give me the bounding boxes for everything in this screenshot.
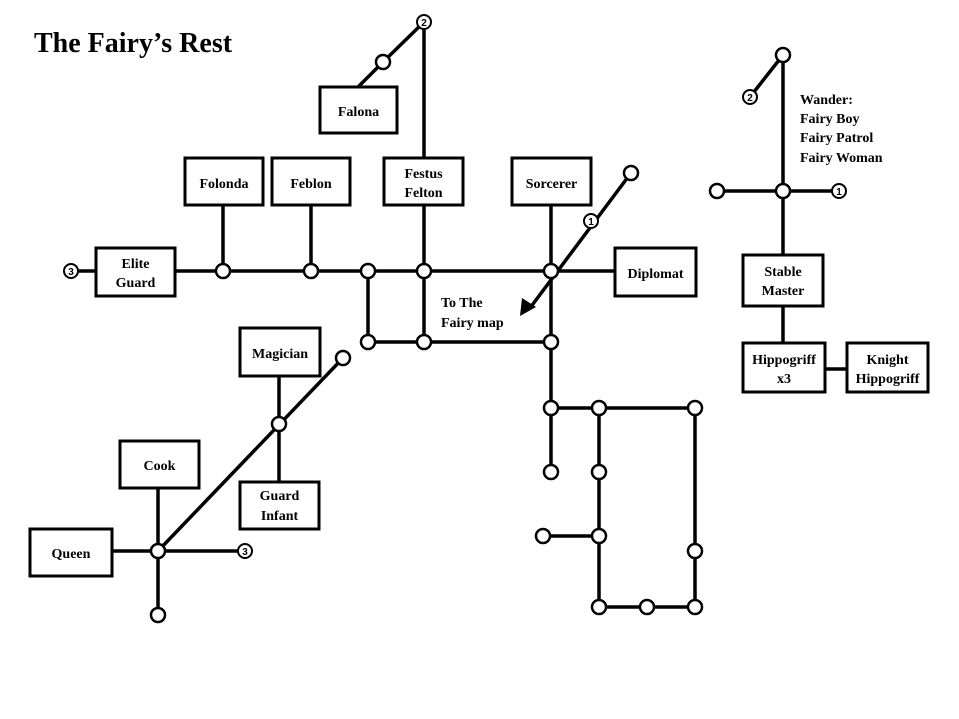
junction-node xyxy=(638,598,656,616)
exit-note-line: Fairy map xyxy=(441,316,504,331)
room-label: Elite xyxy=(122,257,150,272)
warp-number: 2 xyxy=(747,93,753,104)
junction-node xyxy=(415,262,433,280)
exit-arrow-icon xyxy=(520,298,536,316)
junction-node xyxy=(415,333,433,351)
exit-note-line: To The xyxy=(441,296,483,311)
junction-node xyxy=(149,542,167,560)
room-label: Knight xyxy=(866,353,908,368)
room-label: Guard xyxy=(260,489,300,504)
junction-node xyxy=(374,53,392,71)
wander-heading: Wander: xyxy=(800,93,853,108)
room-cook[interactable]: Cook xyxy=(118,439,201,490)
junction-nodes xyxy=(149,46,792,624)
junction-node xyxy=(534,527,552,545)
room-diplomat[interactable]: Diplomat xyxy=(613,246,698,298)
exit-note: To The Fairy map xyxy=(441,296,504,331)
room-label: Cook xyxy=(144,459,176,474)
room-label: Falona xyxy=(338,105,379,120)
wander-item: Fairy Boy xyxy=(800,112,860,127)
room-festus-felton[interactable]: Festus Felton xyxy=(382,156,465,207)
warp-marker-elite-left[interactable]: 3 xyxy=(63,263,96,279)
warp-number: 2 xyxy=(421,18,427,29)
junction-node xyxy=(622,164,640,182)
room-label: Festus xyxy=(404,167,443,182)
wander-item: Fairy Woman xyxy=(800,151,883,166)
room-label: Hippogriff xyxy=(752,353,816,368)
junction-node xyxy=(214,262,232,280)
room-elite-guard[interactable]: Elite Guard xyxy=(94,246,177,298)
warp-marker-queen-right[interactable]: 3 xyxy=(237,543,253,559)
wander-note: Wander: Fairy Boy Fairy Patrol Fairy Wom… xyxy=(800,93,883,166)
warp-marker-sorcerer-exit[interactable]: 1 xyxy=(583,213,599,229)
room-label: Stable xyxy=(764,265,801,280)
junction-node xyxy=(708,182,726,200)
room-hippogriff[interactable]: Hippogriff x3 xyxy=(741,341,827,394)
room-queen[interactable]: Queen xyxy=(28,527,114,578)
room-sorcerer[interactable]: Sorcerer xyxy=(510,156,593,207)
warp-number: 3 xyxy=(68,267,74,278)
junction-node xyxy=(686,542,704,560)
warp-number: 3 xyxy=(242,547,248,558)
junction-node xyxy=(359,262,377,280)
room-stable-master[interactable]: Stable Master xyxy=(741,253,825,308)
room-label: Folonda xyxy=(199,177,248,192)
warp-marker-stable-right[interactable]: 1 xyxy=(831,183,847,199)
room-label: x3 xyxy=(777,372,791,387)
junction-node xyxy=(149,606,167,624)
room-falona[interactable]: Falona xyxy=(318,85,399,135)
junction-node xyxy=(590,399,608,417)
warp-marker-right-top[interactable]: 2 xyxy=(742,89,758,105)
map-title: The Fairy’s Rest xyxy=(34,28,233,59)
room-label: Guard xyxy=(116,276,156,291)
junction-node xyxy=(686,598,704,616)
room-feblon[interactable]: Feblon xyxy=(270,156,352,207)
junction-node xyxy=(686,399,704,417)
room-label: Magician xyxy=(252,347,308,362)
room-label: Sorcerer xyxy=(526,177,578,192)
room-knight-hippogriff[interactable]: Knight Hippogriff xyxy=(845,341,930,394)
room-label: Feblon xyxy=(290,177,331,192)
warp-number: 1 xyxy=(836,187,842,198)
junction-node xyxy=(302,262,320,280)
room-label: Diplomat xyxy=(628,267,684,282)
junction-node xyxy=(590,463,608,481)
junction-node xyxy=(334,349,352,367)
junction-node xyxy=(542,463,560,481)
room-folonda[interactable]: Folonda xyxy=(183,156,265,207)
room-label: Hippogriff xyxy=(856,372,920,387)
junction-node xyxy=(542,333,560,351)
warp-marker-top[interactable]: 2 xyxy=(416,14,432,30)
room-magician[interactable]: Magician xyxy=(238,326,322,378)
room-label: Master xyxy=(762,284,805,299)
junction-node xyxy=(774,46,792,64)
room-label: Infant xyxy=(261,509,299,524)
junction-node xyxy=(542,399,560,417)
wander-item: Fairy Patrol xyxy=(800,131,873,146)
junction-node xyxy=(270,415,288,433)
room-label: Queen xyxy=(52,547,91,562)
junction-node xyxy=(590,598,608,616)
junction-node xyxy=(359,333,377,351)
junction-node xyxy=(774,182,792,200)
room-label: Felton xyxy=(404,186,442,201)
warp-number: 1 xyxy=(588,217,594,228)
junction-node xyxy=(590,527,608,545)
junction-node xyxy=(542,262,560,280)
room-guard-infant[interactable]: Guard Infant xyxy=(238,480,321,531)
